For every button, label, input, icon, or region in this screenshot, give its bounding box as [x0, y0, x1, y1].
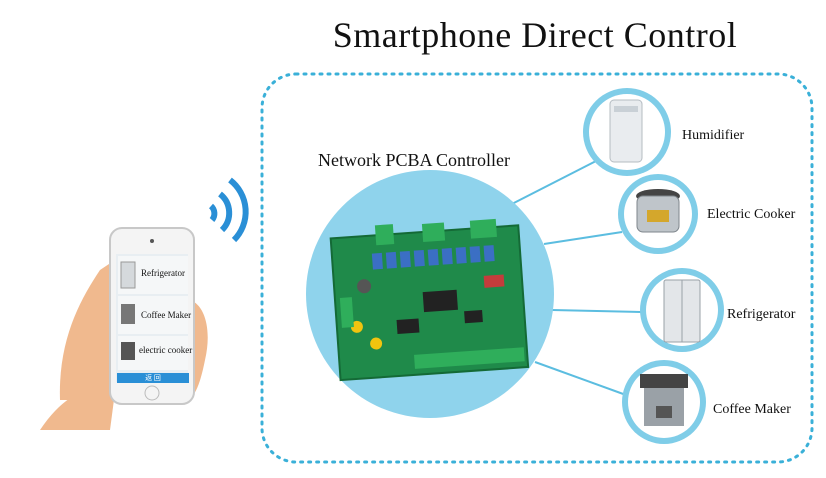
connector-coffee: [534, 361, 627, 396]
electric-cooker-icon: [636, 189, 680, 233]
connector-cooker: [543, 231, 623, 245]
refrigerator-icon: [663, 279, 701, 343]
pcb-board-icon: [329, 218, 530, 382]
phone-item-refrigerator[interactable]: Refrigerator: [141, 268, 185, 278]
appliance-label-coffee-maker: Coffee Maker: [713, 402, 791, 417]
appliance-label-refrigerator: Refrigerator: [727, 307, 796, 322]
phone-coffee-maker-icon: [121, 304, 135, 324]
humidifier-icon: [609, 99, 643, 163]
appliance-label-humidifier: Humidifier: [682, 128, 745, 143]
diagram-title: Smartphone Direct Control: [332, 15, 738, 55]
refrigerator-node: [640, 268, 724, 352]
coffee-maker-node: [622, 360, 706, 444]
wifi-icon: [208, 177, 249, 243]
phone-electric-cooker-icon: [121, 342, 135, 360]
phone-item-electric-cooker[interactable]: electric cooker: [139, 345, 193, 355]
phone-refrigerator-icon: [120, 261, 136, 289]
phone-item-coffee-maker[interactable]: Coffee Maker: [141, 310, 192, 320]
humidifier-node: [583, 88, 671, 176]
connector-humidifier: [507, 159, 599, 207]
smartphone-icon: [109, 227, 195, 405]
phone-back-button[interactable]: 返 回: [117, 373, 189, 383]
connector-lines: [507, 159, 642, 396]
dotted-frame: [260, 72, 814, 464]
controller-label: Network PCBA Controller: [318, 150, 510, 170]
coffee-maker-icon: [640, 374, 688, 426]
electric-cooker-node: [618, 174, 698, 254]
connector-refrigerator: [551, 309, 642, 313]
appliance-label-electric-cooker: Electric Cooker: [707, 207, 796, 222]
